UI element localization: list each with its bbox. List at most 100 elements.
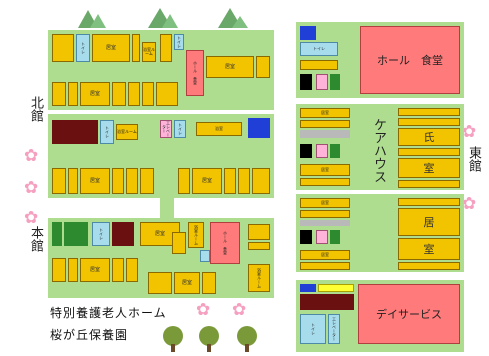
room-label: 居室: [201, 177, 212, 184]
room: 居室: [300, 198, 350, 208]
day-service-hall: デイサービス: [358, 284, 460, 344]
toilet: トイレ: [100, 120, 114, 144]
grey-block: [300, 220, 350, 226]
toilet-label: トイレ: [81, 42, 86, 54]
room-label: 居室: [105, 44, 116, 51]
room: [202, 272, 216, 294]
black-block: [300, 144, 312, 158]
green-block: [52, 222, 62, 246]
room: [112, 82, 126, 106]
toilet: トイレ: [300, 314, 326, 344]
green-block: [330, 74, 340, 90]
mountains: [78, 4, 278, 28]
bath-label: 浴室ルーム: [117, 129, 137, 134]
elevator: エレベーター: [160, 120, 172, 138]
room: 居室: [92, 34, 130, 62]
room: [132, 34, 140, 62]
elevator: エレベーター: [328, 314, 340, 344]
east-label-text: 東館: [466, 146, 481, 172]
bath-label: 浴室ルーム: [257, 268, 262, 288]
room-label: 室: [423, 242, 435, 256]
sakura-icon: ✿: [24, 178, 39, 198]
hall-dining: ホール 食堂: [186, 50, 204, 96]
room: [300, 262, 350, 270]
room: [52, 168, 66, 194]
tree-icon: [199, 326, 219, 352]
room: [68, 82, 78, 106]
sakura-icon: ✿: [24, 146, 39, 166]
hall-label: ホール 食堂: [193, 61, 198, 85]
pink-block: [316, 74, 328, 90]
room: [300, 120, 350, 128]
room-label: 居室: [321, 252, 329, 257]
day-service-label: デイサービス: [376, 308, 442, 321]
room: [160, 34, 172, 62]
room: [398, 148, 460, 156]
green-block: [330, 144, 340, 158]
bath: 浴室ルーム: [248, 264, 270, 292]
sakura-icon: ✿: [24, 208, 39, 228]
care-home-caption: 特別養護老人ホーム: [50, 304, 167, 321]
room: [300, 178, 350, 186]
toilet-label: トイレ: [177, 36, 182, 48]
blue-block: [300, 26, 316, 40]
room: [126, 258, 138, 282]
room: [156, 82, 178, 106]
room: 居室: [192, 168, 222, 194]
toilet: トイレ: [174, 120, 186, 138]
elevator-label: エレベーター: [332, 317, 337, 341]
room: [140, 168, 154, 194]
room-label: 居: [423, 215, 435, 229]
main-label-text: 本館: [28, 226, 43, 252]
bath: 浴室ルーム: [188, 222, 204, 248]
maroon-block: [112, 222, 134, 246]
toilet-label: トイレ: [178, 123, 183, 135]
sakura-icon: ✿: [232, 300, 247, 320]
bath: 浴室ルーム: [142, 42, 156, 62]
toilet: トイレ: [76, 34, 90, 62]
room: [142, 82, 154, 106]
corridor: [160, 196, 174, 218]
room: [300, 60, 338, 70]
tree-icon: [163, 326, 183, 352]
hall-label: ホール 食堂: [223, 231, 228, 255]
room: [300, 210, 350, 218]
toilet: トイレ: [92, 222, 110, 246]
institution-text: 桜が丘保養園: [50, 328, 129, 342]
room: 居室: [300, 108, 350, 118]
room: [256, 56, 270, 78]
room: [398, 262, 460, 270]
room: [178, 168, 190, 194]
maroon-block: [52, 120, 98, 144]
grey-block: [300, 130, 350, 138]
hall-dining: ホール 食堂: [210, 222, 240, 264]
blue-block: [300, 284, 316, 292]
toilet: トイレ: [300, 42, 338, 56]
maroon-block: [300, 294, 354, 310]
room: 居室: [300, 164, 350, 176]
room-label: 居室: [321, 200, 329, 205]
room: 居室: [80, 258, 110, 282]
room-label: 居室: [89, 177, 100, 184]
hall-dining: ホール 食堂: [360, 26, 460, 94]
elevator-label: エレベーター: [162, 121, 171, 137]
room: [128, 82, 140, 106]
toilet-label: トイレ: [313, 46, 325, 51]
room: [398, 180, 460, 188]
room-label: 室: [423, 161, 435, 175]
care-house-text: ケアハウス: [371, 118, 386, 183]
room: 室: [398, 238, 460, 260]
room: 居室: [300, 250, 350, 260]
room: [224, 168, 236, 194]
room: 居室: [174, 272, 200, 294]
pink-block: [316, 230, 328, 244]
north-building-label: 北館: [28, 96, 43, 126]
toilet: [200, 250, 210, 262]
room: [248, 224, 270, 240]
room: [52, 258, 66, 282]
hall-dining-label: ホール 食堂: [377, 54, 443, 67]
care-house-label: ケアハウス: [368, 118, 386, 190]
pink-block: [316, 144, 328, 158]
room: [248, 242, 270, 250]
room-label: 居室: [321, 110, 329, 115]
